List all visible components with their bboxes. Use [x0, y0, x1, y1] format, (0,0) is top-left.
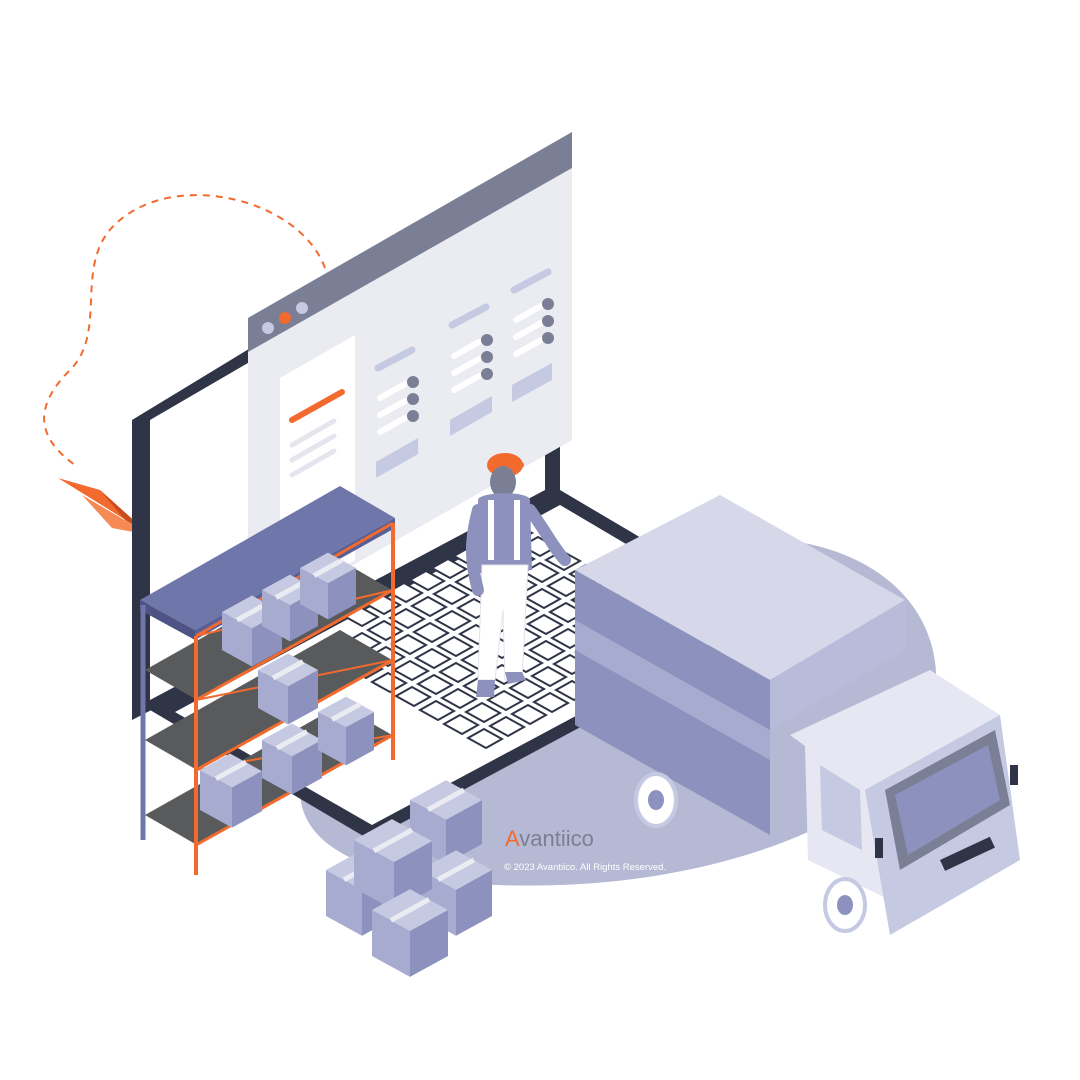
keyboard-key — [439, 687, 479, 710]
brand-logo: Avantiico © 2023 Avantiico. All Rights R… — [504, 826, 666, 873]
keyboard-key — [391, 659, 431, 682]
keyboard-key — [407, 569, 447, 592]
copyright-text: © 2023 Avantiico. All Rights Reserved. — [504, 862, 666, 873]
keyboard-key — [411, 621, 451, 644]
keyboard-key — [369, 671, 409, 694]
keyboard-key — [435, 635, 475, 658]
keyboard-key — [485, 689, 525, 712]
keyboard-key — [437, 661, 477, 684]
keyboard-key — [389, 633, 429, 656]
shelf-box — [262, 723, 322, 795]
worker-figure — [466, 453, 571, 697]
window-dot-1 — [262, 322, 274, 334]
window-dot-3 — [296, 302, 308, 314]
keyboard-key — [393, 685, 433, 708]
keyboard-key — [507, 677, 547, 700]
keyboard-key — [433, 609, 473, 632]
delivery-truck — [575, 495, 1020, 935]
keyboard-key — [523, 587, 563, 610]
shelf-box — [258, 653, 318, 725]
shelf-box — [300, 552, 356, 620]
logo-rest: vantiico — [519, 826, 594, 851]
keyboard-key — [463, 701, 503, 724]
keyboard-key — [521, 561, 561, 584]
keyboard-key — [415, 673, 455, 696]
shelf-boxes — [200, 552, 374, 828]
keyboard-key — [529, 665, 569, 688]
keyboard-key — [429, 557, 469, 580]
keyboard-key — [527, 639, 567, 662]
keyboard — [0, 0, 1, 1]
keyboard-key — [417, 699, 457, 722]
keyboard-key — [465, 727, 505, 750]
keyboard-key — [409, 595, 449, 618]
shelf-box — [318, 696, 374, 766]
keyboard-key — [487, 715, 527, 738]
keyboard-key — [431, 583, 471, 606]
keyboard-key — [385, 581, 425, 604]
keyboard-key — [413, 647, 453, 670]
keyboard-key — [441, 713, 481, 736]
keyboard-key — [525, 613, 565, 636]
svg-text:Avantiico: Avantiico — [505, 826, 594, 851]
keyboard-key — [509, 703, 549, 726]
floor-box — [410, 780, 482, 864]
window-dot-2 — [279, 312, 291, 324]
keyboard-key — [531, 691, 571, 714]
shelf-box — [200, 753, 262, 828]
floor-box — [372, 889, 448, 977]
floor-boxes — [326, 780, 492, 977]
keyboard-key — [387, 607, 427, 630]
